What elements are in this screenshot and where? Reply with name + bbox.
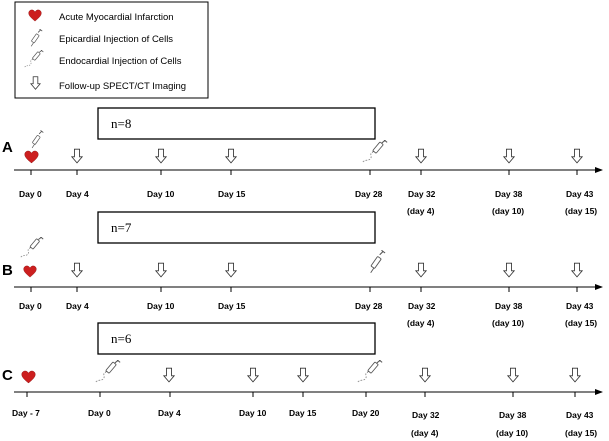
heart-icon xyxy=(21,370,36,384)
cohort-size: n=7 xyxy=(111,220,132,235)
legend-item-epicardial: Epicardial Injection of Cells xyxy=(59,34,173,45)
down-arrow-icon xyxy=(155,148,167,164)
tick-label: Day 32 xyxy=(412,410,440,420)
tick-label: Day 10 xyxy=(147,189,175,199)
tick-label: Day 28 xyxy=(355,301,383,311)
down-arrow-icon xyxy=(247,367,259,383)
panel-label: B xyxy=(2,262,13,279)
panel-label: C xyxy=(2,367,13,384)
panel-b: B n=7 Day 0 Day 4 Day 10 Day 15 Day 28 D… xyxy=(2,211,603,328)
tick-sublabel: (day 15) xyxy=(565,206,597,216)
legend-item-imaging: Follow-up SPECT/CT Imaging xyxy=(59,81,186,92)
heart-icon xyxy=(23,265,37,278)
tick-label: Day 28 xyxy=(355,189,383,199)
heart-icon xyxy=(24,150,39,164)
cohort-box xyxy=(97,322,376,355)
catheter-icon xyxy=(362,140,388,163)
tick-sublabel: (day 15) xyxy=(565,318,597,328)
tick-label: Day 15 xyxy=(218,189,246,199)
tick-label: Day 43 xyxy=(566,301,594,311)
panel-a: A n=8 Day 0 Day 4 Day 10 Day 15 Day 28 D… xyxy=(2,107,603,216)
down-arrow-icon xyxy=(225,262,237,278)
down-arrow-icon xyxy=(415,148,427,164)
tick-label: Day 32 xyxy=(408,189,436,199)
tick-sublabel: (day 10) xyxy=(492,206,524,216)
cohort-box xyxy=(97,211,376,244)
syringe-icon xyxy=(370,250,386,274)
cohort-size: n=6 xyxy=(111,331,132,346)
cohort-box xyxy=(97,107,376,140)
down-arrow-icon xyxy=(225,148,237,164)
cohort-size: n=8 xyxy=(111,116,131,131)
tick-sublabel: (day 10) xyxy=(496,428,528,438)
tick-label: Day 0 xyxy=(19,301,42,311)
tick-label: Day 0 xyxy=(19,189,42,199)
catheter-icon xyxy=(357,360,383,383)
down-arrow-icon xyxy=(503,262,515,278)
down-arrow-icon xyxy=(163,367,175,383)
legend-box xyxy=(14,1,209,99)
tick-sublabel: (day 4) xyxy=(407,206,435,216)
tick-label: Day 43 xyxy=(566,410,594,420)
tick-sublabel: (day 4) xyxy=(411,428,439,438)
down-arrow-icon xyxy=(415,262,427,278)
down-arrow-icon xyxy=(503,148,515,164)
tick-label: Day 4 xyxy=(66,189,89,199)
tick-label: Day 43 xyxy=(566,189,594,199)
down-arrow-icon xyxy=(155,262,167,278)
tick-label: Day 38 xyxy=(499,410,527,420)
down-arrow-icon xyxy=(71,148,83,164)
tick-label: Day 10 xyxy=(147,301,175,311)
tick-sublabel: (day 4) xyxy=(407,318,435,328)
tick-label: Day 20 xyxy=(352,408,380,418)
tick-label: Day 15 xyxy=(289,408,317,418)
tick-label: Day - 7 xyxy=(12,408,40,418)
down-arrow-icon xyxy=(507,367,519,383)
tick-label: Day 4 xyxy=(158,408,181,418)
tick-label: Day 15 xyxy=(218,301,246,311)
down-arrow-icon xyxy=(571,262,583,278)
tick-label: Day 0 xyxy=(88,408,111,418)
legend: Acute Myocardial Infarction Epicardial I… xyxy=(14,1,209,99)
tick-label: Day 32 xyxy=(408,301,436,311)
legend-item-infarction: Acute Myocardial Infarction xyxy=(59,12,174,23)
tick-sublabel: (day 15) xyxy=(565,428,597,438)
legend-item-endocardial: Endocardial Injection of Cells xyxy=(59,56,182,67)
catheter-icon xyxy=(20,237,44,258)
down-arrow-icon xyxy=(419,367,431,383)
panel-c: C n=6 Day - 7 Day 0 Day 4 Day 10 Day 15 … xyxy=(2,322,603,438)
tick-label: Day 38 xyxy=(495,189,523,199)
down-arrow-icon xyxy=(571,148,583,164)
down-arrow-icon xyxy=(297,367,309,383)
down-arrow-icon xyxy=(569,367,581,383)
tick-label: Day 38 xyxy=(495,301,523,311)
tick-label: Day 4 xyxy=(66,301,89,311)
panel-label: A xyxy=(2,139,13,156)
catheter-icon xyxy=(95,360,121,383)
syringe-icon xyxy=(31,130,44,149)
down-arrow-icon xyxy=(71,262,83,278)
tick-sublabel: (day 10) xyxy=(492,318,524,328)
tick-label: Day 10 xyxy=(239,408,267,418)
